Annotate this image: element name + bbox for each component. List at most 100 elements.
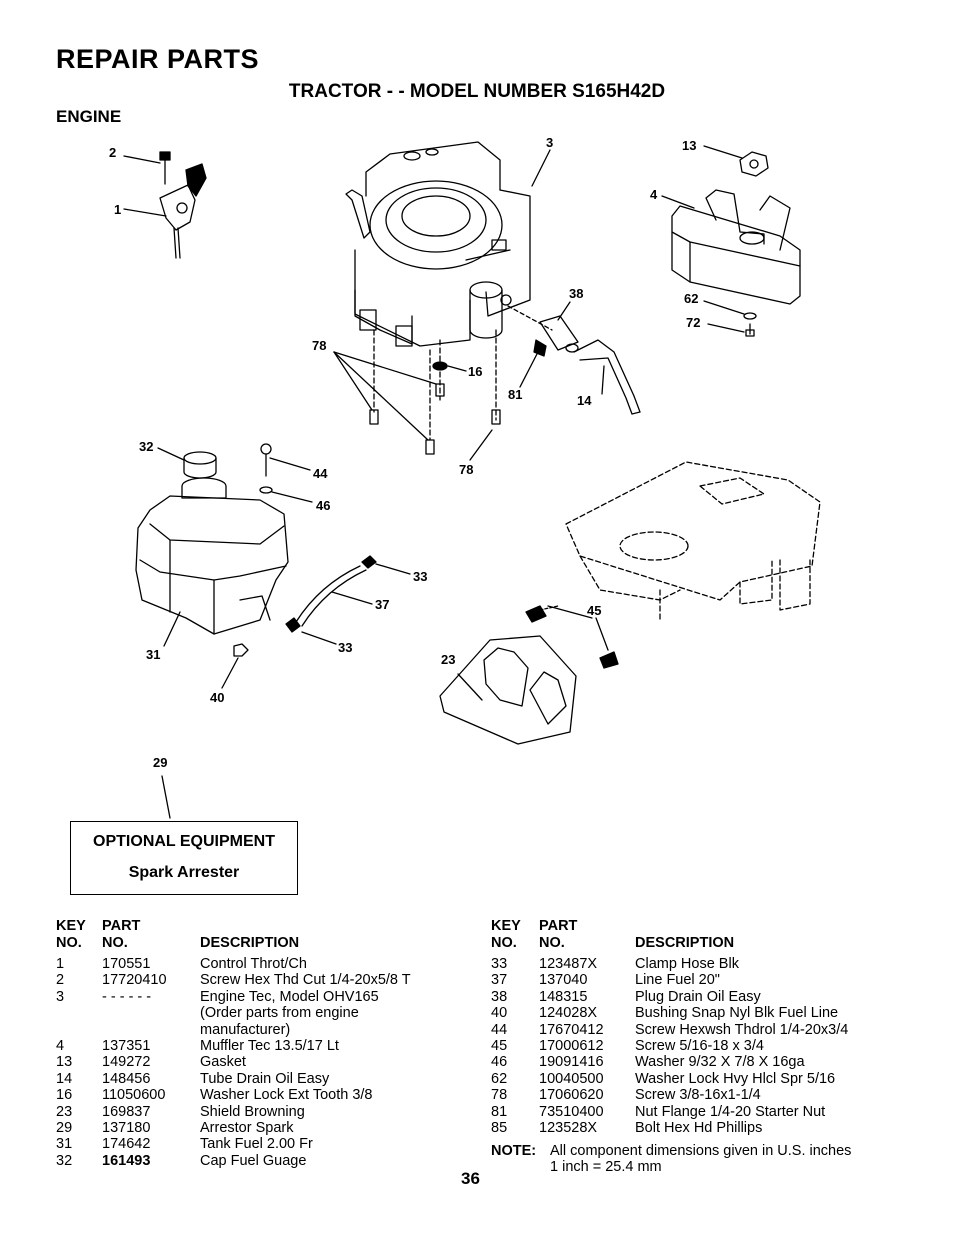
part-number: 137180 — [102, 1120, 151, 1137]
callout-62: 62 — [684, 291, 698, 306]
part-key: 85 — [491, 1120, 508, 1137]
table-row: (Order parts from engine — [56, 1005, 411, 1021]
callout-32: 32 — [139, 439, 153, 454]
part-key: 16 — [56, 1087, 73, 1104]
part-key: 46 — [491, 1054, 508, 1071]
optional-equipment-item: Spark Arrester — [128, 864, 240, 881]
part-key: 1 — [56, 956, 65, 972]
note: NOTE:All component dimensions given in U… — [491, 1143, 851, 1176]
part-number: 123528X — [539, 1120, 598, 1137]
part-description: Cap Fuel Guage — [200, 1152, 307, 1169]
note-line-1: All component dimensions given in U.S. i… — [550, 1143, 852, 1159]
part-key: 31 — [56, 1136, 73, 1153]
part-key: 45 — [491, 1038, 508, 1055]
table-row: 16 11050600 Washer Lock Ext Tooth 3/8 — [56, 1087, 411, 1103]
header-part-top: PART — [539, 918, 578, 934]
fuel-line-drawing — [285, 555, 411, 645]
part-number: 11050600 — [102, 1087, 166, 1104]
callout-81: 81 — [508, 387, 522, 402]
table-row: 85 123528X Bolt Hex Hd Phillips — [491, 1120, 848, 1136]
part-key: 38 — [491, 988, 508, 1005]
part-key: 37 — [491, 972, 508, 989]
part-description: manufacturer) — [200, 1021, 291, 1038]
part-key: 62 — [491, 1070, 508, 1087]
part-key: 13 — [56, 1054, 73, 1071]
part-number: 149272 — [102, 1054, 151, 1071]
optional-equipment-title: OPTIONAL EQUIPMENT — [93, 833, 275, 850]
table-row: 62 10040500 Washer Lock Hvy Hlcl Spr 5/16 — [491, 1071, 848, 1087]
throttle-control-drawing — [123, 151, 207, 259]
header-part-bottom: NO. — [539, 935, 565, 951]
part-number: 10040500 — [539, 1070, 604, 1087]
part-key: 78 — [491, 1087, 508, 1104]
table-row: 38 148315 Plug Drain Oil Easy — [491, 989, 848, 1005]
header-part-top: PART — [102, 918, 141, 934]
part-description: Screw 5/16-18 x 3/4 — [635, 1038, 764, 1055]
header-key-top: KEY — [491, 918, 521, 934]
callout-14: 14 — [577, 393, 592, 408]
part-key: 33 — [491, 956, 508, 972]
part-number: 17670412 — [539, 1021, 604, 1038]
part-number: 169837 — [102, 1103, 151, 1120]
part-number: 137351 — [102, 1038, 151, 1055]
part-key: 32 — [56, 1152, 73, 1169]
part-description: Nut Flange 1/4-20 Starter Nut — [635, 1103, 826, 1120]
callout-46: 46 — [316, 498, 330, 513]
part-description: Washer Lock Hvy Hlcl Spr 5/16 — [635, 1070, 836, 1087]
note-line-2: 1 inch = 25.4 mm — [550, 1159, 662, 1176]
callout-33a: 33 — [413, 569, 427, 584]
part-number: 17060620 — [539, 1087, 604, 1104]
part-description: Muffler Tec 13.5/17 Lt — [200, 1038, 339, 1055]
page-subtitle: TRACTOR - - MODEL NUMBER S165H42D — [288, 81, 666, 102]
part-number — [102, 1005, 200, 1021]
part-key: 4 — [56, 1038, 65, 1055]
part-key: 2 — [56, 972, 65, 989]
chassis-frame-drawing — [565, 461, 821, 621]
table-row: 45 17000612 Screw 5/16-18 x 3/4 — [491, 1038, 848, 1054]
header-description: DESCRIPTION — [635, 935, 735, 951]
part-description: Bolt Hex Hd Phillips — [635, 1120, 763, 1137]
callout-4: 4 — [650, 187, 658, 202]
part-number: 124028X — [539, 1005, 598, 1022]
engine-parts-diagram: 2 1 3 13 4 38 62 72 78 16 81 14 78 32 44… — [109, 135, 821, 819]
header-description: DESCRIPTION — [200, 935, 300, 951]
part-number: 137040 — [539, 972, 588, 989]
table-row: 29 137180 Arrestor Spark — [56, 1120, 411, 1136]
part-number: 17000612 — [539, 1038, 604, 1055]
part-description: Arrestor Spark — [200, 1120, 294, 1137]
fuel-tank-drawing — [135, 443, 313, 689]
part-number: 148315 — [539, 988, 588, 1005]
optional-equipment-box: OPTIONAL EQUIPMENT Spark Arrester — [70, 821, 298, 895]
part-key: 29 — [56, 1120, 73, 1137]
part-number: 73510400 — [539, 1103, 604, 1120]
callout-40: 40 — [210, 690, 224, 705]
part-number: - - - - - - — [102, 988, 152, 1005]
screws-78-drawing — [333, 329, 501, 461]
part-description: Tank Fuel 2.00 Fr — [200, 1136, 313, 1153]
part-key — [56, 1022, 102, 1038]
part-description: Engine Tec, Model OHV165 — [200, 988, 379, 1005]
header-key-bottom: NO. — [491, 935, 517, 951]
part-number: 174642 — [102, 1136, 151, 1153]
callout-37: 37 — [375, 597, 389, 612]
part-description: Plug Drain Oil Easy — [635, 988, 761, 1005]
part-description: Washer Lock Ext Tooth 3/8 — [200, 1087, 373, 1104]
callout-16: 16 — [468, 364, 482, 379]
callout-1: 1 — [114, 202, 121, 217]
callout-44: 44 — [313, 466, 328, 481]
callout-23: 23 — [441, 652, 455, 667]
part-key: 40 — [491, 1005, 508, 1022]
callout-29: 29 — [153, 755, 167, 770]
part-description: (Order parts from engine — [200, 1005, 359, 1022]
